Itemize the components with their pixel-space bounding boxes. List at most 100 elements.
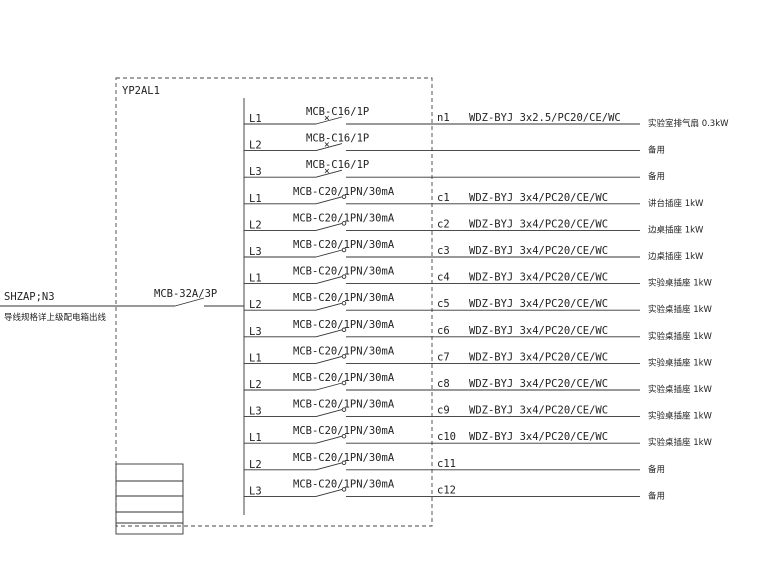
breaker-contact xyxy=(315,382,343,391)
circuit-row: L3 MCB-C20/1PN/30mA c6 WDZ-BYJ 3x4/PC20/CE/… xyxy=(244,319,713,342)
breaker-contact xyxy=(315,116,343,125)
phase-label: L1 xyxy=(249,193,262,205)
circuit-row: L1 MCB-C20/1PN/30mA c1 WDZ-BYJ 3x4/PC20/CE/… xyxy=(244,186,704,209)
breaker-label: MCB-C20/1PN/30mA xyxy=(293,425,395,437)
circuit-row: L3 ×MCB-C16/1P 备用 xyxy=(244,159,665,182)
load-description: 备用 xyxy=(648,490,665,501)
breaker-contact xyxy=(315,355,343,364)
load-description: 备用 xyxy=(648,464,665,475)
breaker-x-mark: × xyxy=(324,140,330,151)
breaker-contact xyxy=(315,302,343,311)
cable-spec: WDZ-BYJ 3x4/PC20/CE/WC xyxy=(469,245,608,257)
rcd-mark xyxy=(341,221,347,226)
load-description: 边桌插座 1kW xyxy=(648,251,704,262)
phase-label: L1 xyxy=(249,432,262,444)
load-description: 实验桌插座 1kW xyxy=(648,384,713,395)
phase-label: L2 xyxy=(249,459,262,471)
breaker-contact xyxy=(315,276,343,285)
rcd-mark xyxy=(341,327,347,333)
cable-spec: WDZ-BYJ 3x4/PC20/CE/WC xyxy=(469,192,608,204)
rcd-mark xyxy=(341,194,347,200)
breaker-label: MCB-C20/1PN/30mA xyxy=(293,292,395,304)
phase-label: L3 xyxy=(249,485,262,497)
breaker-contact xyxy=(315,462,343,471)
circuit-id: c7 xyxy=(437,351,450,363)
phase-label: L2 xyxy=(249,219,262,231)
load-description: 实验桌插座 1kW xyxy=(648,304,713,315)
breaker-label: MCB-C16/1P xyxy=(306,159,369,171)
rcd-mark xyxy=(341,300,347,306)
circuit-id: c2 xyxy=(437,218,450,230)
incoming-breaker-label: MCB-32A/3P xyxy=(154,288,217,300)
breaker-label: MCB-C20/1PN/30mA xyxy=(293,212,395,224)
load-description: 实验桌插座 1kW xyxy=(648,437,713,448)
cable-spec: WDZ-BYJ 3x4/PC20/CE/WC xyxy=(469,272,608,284)
rcd-mark xyxy=(341,274,347,279)
load-description: 实验桌插座 1kW xyxy=(648,411,713,422)
circuit-id: c3 xyxy=(437,245,450,257)
incoming-note: 导线规格详上级配电箱出线 xyxy=(4,312,107,323)
terminal-block xyxy=(115,463,184,535)
phase-label: L1 xyxy=(249,113,262,125)
breaker-contact xyxy=(315,488,343,497)
breaker-contact xyxy=(315,249,343,258)
breaker-contact xyxy=(315,435,343,444)
cable-spec: WDZ-BYJ 3x4/PC20/CE/WC xyxy=(469,351,608,363)
breaker-x-mark: × xyxy=(324,166,330,177)
circuit-id: c8 xyxy=(437,378,450,390)
cable-spec: WDZ-BYJ 3x4/PC20/CE/WC xyxy=(469,378,608,390)
panel-name: YP2AL1 xyxy=(122,85,160,97)
circuit-id: c12 xyxy=(437,484,456,496)
breaker-label: MCB-C20/1PN/30mA xyxy=(293,345,395,357)
incoming-source: SHZAP;N3 xyxy=(4,291,55,303)
cable-spec: WDZ-BYJ 3x4/PC20/CE/WC xyxy=(469,431,608,443)
breaker-label: MCB-C20/1PN/30mA xyxy=(293,478,395,490)
load-description: 讲台插座 1kW xyxy=(648,198,704,209)
rcd-mark xyxy=(341,433,347,439)
phase-label: L1 xyxy=(249,273,262,285)
circuit-id: n1 xyxy=(437,112,450,124)
cable-spec: WDZ-BYJ 3x4/PC20/CE/WC xyxy=(469,325,608,337)
cable-spec: WDZ-BYJ 3x4/PC20/CE/WC xyxy=(469,405,608,417)
rcd-mark xyxy=(341,460,347,466)
load-description: 边桌插座 1kW xyxy=(648,224,704,235)
breaker-label: MCB-C20/1PN/30mA xyxy=(293,399,395,411)
circuit-id: c1 xyxy=(437,192,450,204)
breaker-label: MCB-C16/1P xyxy=(306,106,369,118)
breaker-label: MCB-C20/1PN/30mA xyxy=(293,319,395,331)
breaker-label: MCB-C20/1PN/30mA xyxy=(293,372,395,384)
load-description: 实验桌插座 1kW xyxy=(648,331,713,342)
breaker-contact xyxy=(315,196,343,205)
rcd-mark xyxy=(341,407,347,412)
phase-label: L2 xyxy=(249,140,262,152)
incoming-breaker-contact xyxy=(174,297,205,307)
circuit-id: c10 xyxy=(437,431,456,443)
load-description: 实验桌插座 1kW xyxy=(648,357,713,368)
breaker-contact xyxy=(315,222,343,231)
circuit-id: c5 xyxy=(437,298,450,310)
phase-label: L2 xyxy=(249,379,262,391)
cable-spec: WDZ-BYJ 3x4/PC20/CE/WC xyxy=(469,298,608,310)
phase-label: L3 xyxy=(249,326,262,338)
circuit-id: c9 xyxy=(437,405,450,417)
breaker-label: MCB-C20/1PN/30mA xyxy=(293,266,395,278)
circuit-id: c6 xyxy=(437,325,450,337)
circuit-row: L2 MCB-C20/1PN/30mA c8 WDZ-BYJ 3x4/PC20/CE/… xyxy=(244,372,713,395)
phase-label: L3 xyxy=(249,246,262,258)
breaker-label: MCB-C20/1PN/30mA xyxy=(293,452,395,464)
load-description: 备用 xyxy=(648,145,665,156)
load-description: 备用 xyxy=(648,171,665,182)
rcd-mark xyxy=(341,247,347,253)
breaker-label: MCB-C20/1PN/30mA xyxy=(293,186,395,198)
phase-label: L3 xyxy=(249,166,262,178)
